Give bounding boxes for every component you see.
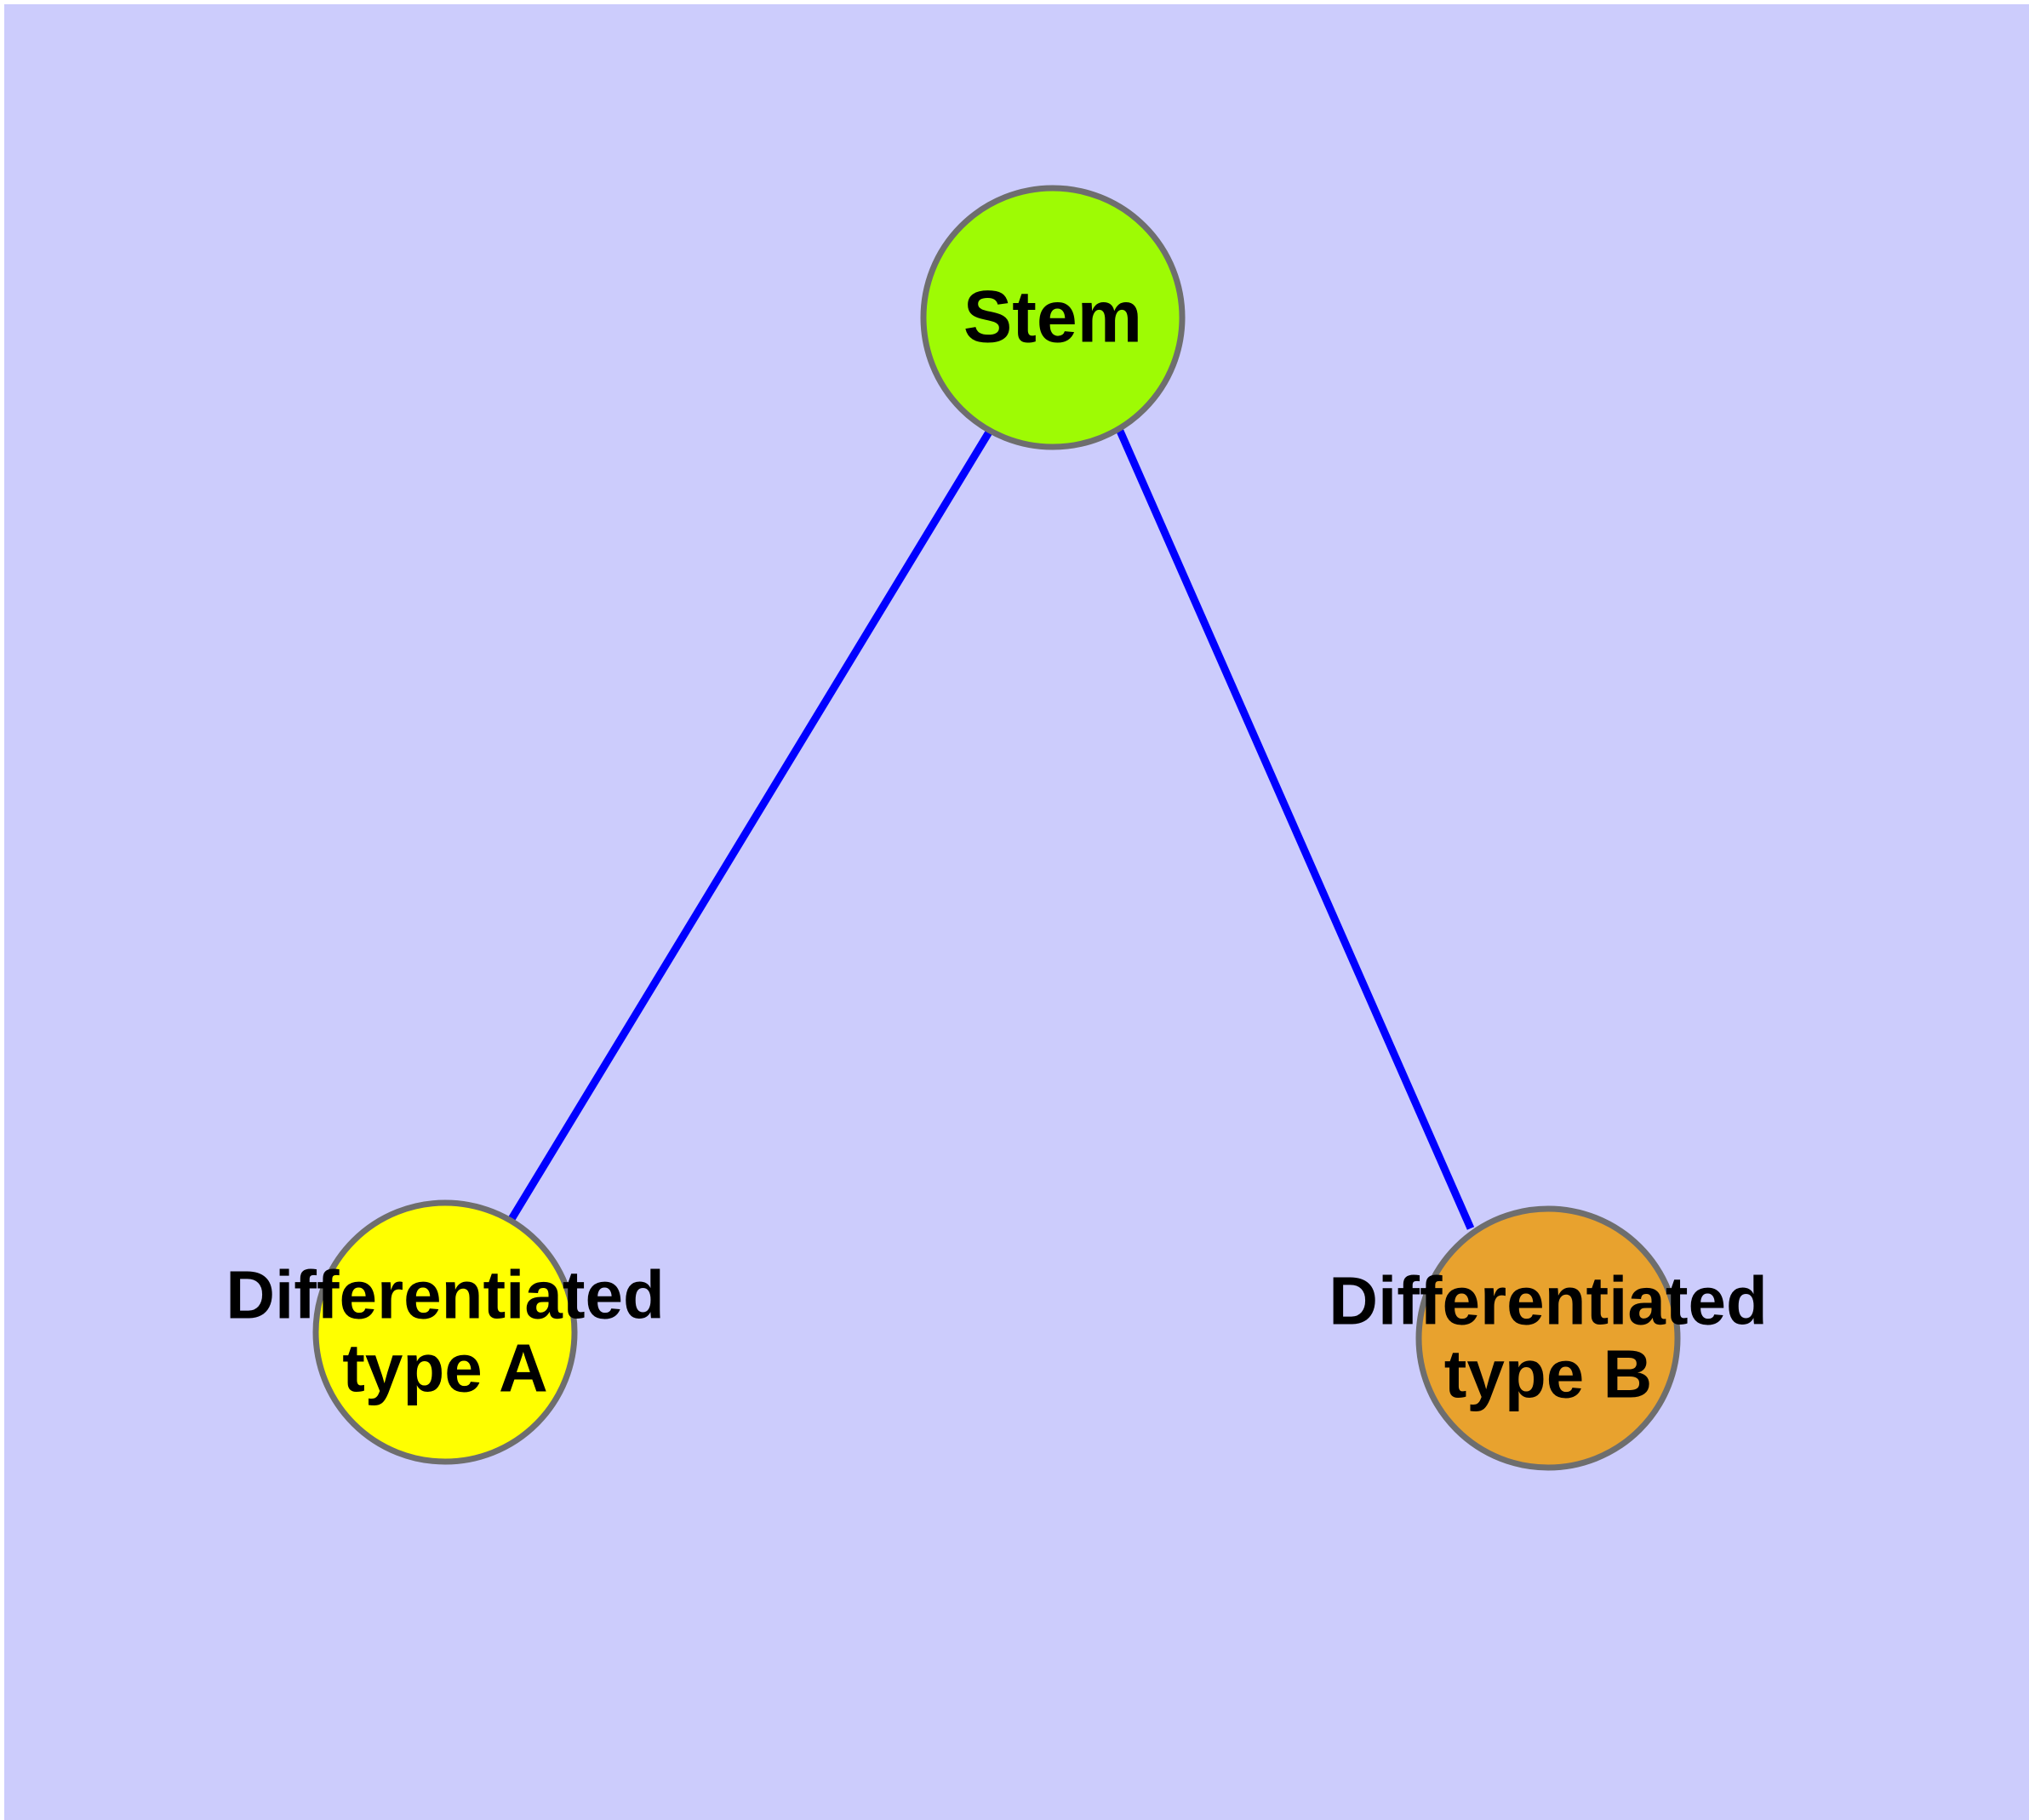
node-differentiated-type-b[interactable] (1415, 1205, 1681, 1471)
node-differentiated-type-a[interactable] (312, 1199, 578, 1465)
edge-stem-to-differentiated-type-b (1115, 427, 1475, 1230)
node-layer (312, 185, 1681, 1471)
node-stem[interactable] (920, 185, 1186, 450)
edge-layer (506, 427, 1475, 1230)
edge-stem-to-differentiated-type-a (506, 428, 993, 1226)
